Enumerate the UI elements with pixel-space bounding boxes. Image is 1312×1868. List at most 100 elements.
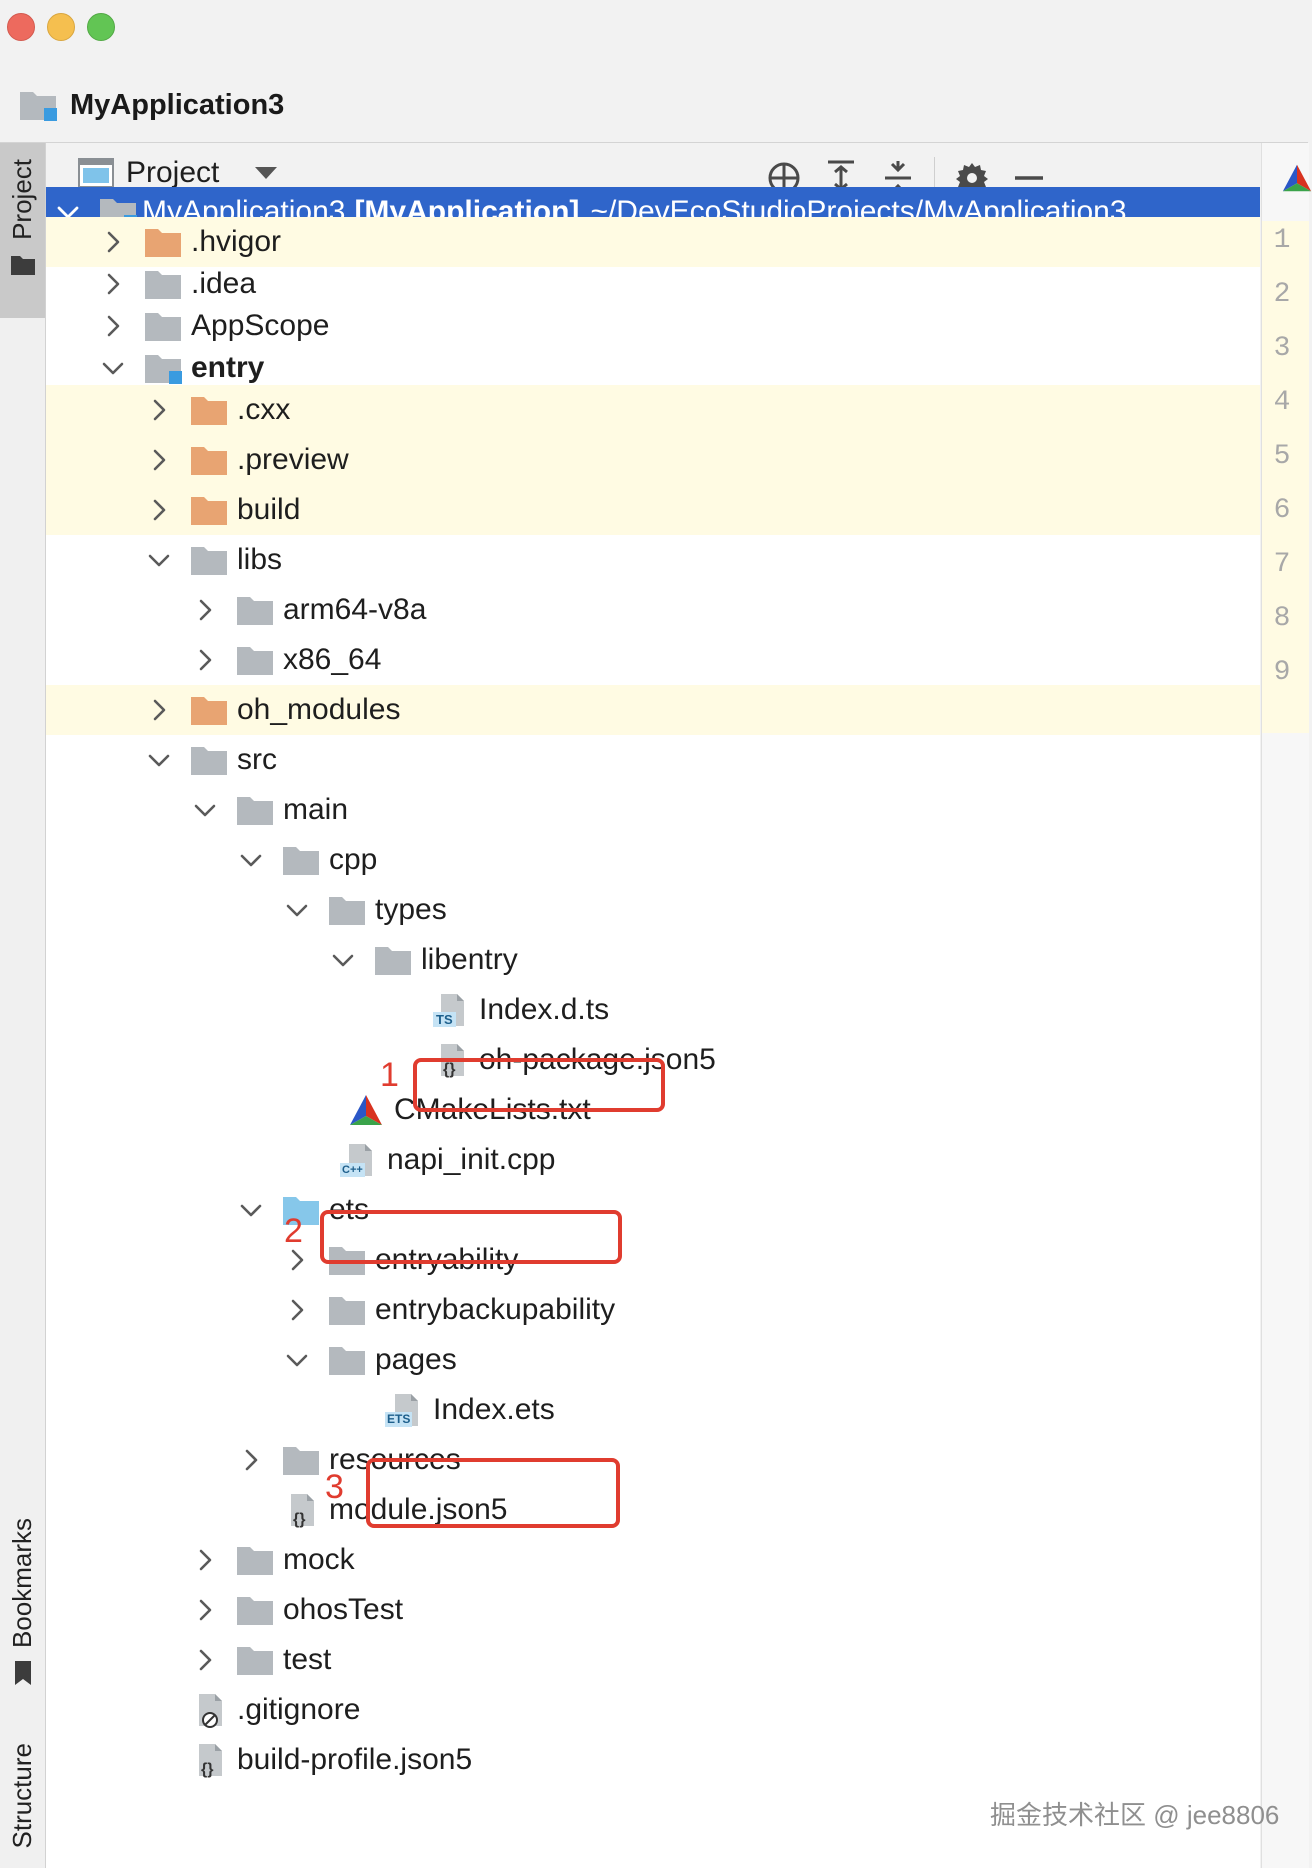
cpp-file-icon: C++	[339, 1143, 379, 1177]
chevron-down-icon[interactable]	[99, 354, 127, 382]
folder-icon	[235, 593, 275, 627]
bookmarks-tool-tab[interactable]: Bookmarks	[0, 1518, 45, 1718]
excluded-folder-icon	[189, 393, 229, 427]
tree-label-pages: pages	[375, 1343, 457, 1376]
tree-row-oh-modules[interactable]: oh_modules	[46, 685, 1260, 735]
cmake-file-icon[interactable]	[1282, 163, 1312, 193]
tree-row-libs[interactable]: libs	[46, 535, 1260, 585]
tree-row-build[interactable]: build	[46, 485, 1260, 535]
gitignore-file-icon	[189, 1693, 229, 1728]
folder-icon	[143, 309, 183, 343]
chevron-down-icon[interactable]	[191, 796, 219, 824]
chevron-right-icon[interactable]	[145, 696, 173, 724]
tree-row-mock[interactable]: mock	[46, 1535, 1260, 1585]
tree-label-build: build	[237, 493, 301, 526]
tree-row-module-json5[interactable]: {} module.json5	[46, 1485, 1260, 1535]
project-view-label: Project	[126, 156, 220, 189]
close-window-button[interactable]	[7, 13, 35, 41]
tree-row-libentry[interactable]: libentry	[46, 935, 1260, 985]
annotation-box-1	[413, 1058, 665, 1112]
bookmark-icon	[14, 1661, 31, 1686]
chevron-down-icon[interactable]	[237, 1196, 265, 1224]
chevron-right-icon[interactable]	[145, 496, 173, 524]
project-breadcrumb[interactable]: MyApplication3	[18, 88, 284, 122]
chevron-right-icon[interactable]	[145, 396, 173, 424]
tree-row-entry[interactable]: entry	[46, 343, 1260, 393]
tree-label-appscope: AppScope	[191, 309, 330, 342]
line-number: 7	[1273, 549, 1291, 580]
tree-label-libs: libs	[237, 543, 283, 576]
tree-row-ets[interactable]: ets	[46, 1185, 1260, 1235]
chevron-right-icon[interactable]	[99, 312, 127, 340]
chevron-down-icon[interactable]	[237, 846, 265, 874]
tree-row-cxx[interactable]: .cxx	[46, 385, 1260, 435]
folder-icon	[189, 743, 229, 777]
tree-row-index-ets[interactable]: ETS Index.ets	[46, 1385, 1260, 1435]
tree-row-types[interactable]: types	[46, 885, 1260, 935]
chevron-right-icon[interactable]	[99, 270, 127, 298]
chevron-right-icon[interactable]	[283, 1296, 311, 1324]
tree-row-arm64[interactable]: arm64-v8a	[46, 585, 1260, 635]
tree-label-module-json5: module.json5	[329, 1493, 508, 1526]
tree-row-cpp[interactable]: cpp	[46, 835, 1260, 885]
tree-row-main[interactable]: main	[46, 785, 1260, 835]
tree-row-preview[interactable]: .preview	[46, 435, 1260, 485]
zoom-window-button[interactable]	[87, 13, 115, 41]
line-number: 9	[1273, 657, 1291, 688]
collapse-all-icon	[885, 161, 911, 195]
tree-row-hvigor[interactable]: .hvigor	[46, 217, 1260, 267]
project-tool-tab[interactable]: Project	[0, 143, 45, 318]
project-view-icon	[78, 158, 114, 188]
tree-row-ohostest[interactable]: ohosTest	[46, 1585, 1260, 1635]
tree-row-x86[interactable]: x86_64	[46, 635, 1260, 685]
tree-row-appscope[interactable]: AppScope	[46, 301, 1260, 351]
chevron-down-icon[interactable]	[329, 946, 357, 974]
left-tool-strip: Project Bookmarks Structure	[0, 143, 46, 1868]
json-file-icon: {}	[189, 1743, 229, 1778]
project-view-selector[interactable]: Project	[78, 156, 278, 190]
chevron-right-icon[interactable]	[191, 1646, 219, 1674]
tree-row-entryability[interactable]: entryability	[46, 1235, 1260, 1285]
chevron-right-icon[interactable]	[191, 1546, 219, 1574]
chevron-right-icon[interactable]	[191, 596, 219, 624]
tree-label-x86: x86_64	[283, 643, 382, 676]
tree-row-index-d-ts[interactable]: TS Index.d.ts	[46, 985, 1260, 1035]
excluded-folder-icon	[189, 443, 229, 477]
chevron-down-icon[interactable]	[145, 546, 173, 574]
chevron-down-icon[interactable]	[283, 1346, 311, 1374]
tree-row-build-profile[interactable]: {} build-profile.json5	[46, 1735, 1260, 1785]
structure-tool-tab[interactable]: Structure	[0, 1743, 45, 1868]
annotation-box-2	[320, 1210, 622, 1264]
chevron-down-icon[interactable]	[255, 167, 278, 179]
tree-row-src[interactable]: src	[46, 735, 1260, 785]
tree-row-pages[interactable]: pages	[46, 1335, 1260, 1385]
cpp-badge: C++	[340, 1163, 365, 1177]
collapse-all-button[interactable]	[875, 155, 921, 201]
excluded-folder-icon	[189, 493, 229, 527]
chevron-down-icon[interactable]	[145, 746, 173, 774]
chevron-right-icon[interactable]	[191, 1596, 219, 1624]
chevron-right-icon[interactable]	[145, 446, 173, 474]
watermark: 掘金技术社区 @ jee8806	[990, 1800, 1280, 1830]
tree-row-test[interactable]: test	[46, 1635, 1260, 1685]
folder-icon	[235, 643, 275, 677]
cmake-file-icon	[346, 1093, 386, 1127]
hide-panel-button[interactable]	[1006, 155, 1052, 201]
chevron-right-icon[interactable]	[237, 1446, 265, 1474]
minimize-window-button[interactable]	[47, 13, 75, 41]
excluded-folder-icon	[143, 225, 183, 259]
tree-row-napi-init[interactable]: C++ napi_init.cpp	[46, 1135, 1260, 1185]
tree-label-arm64: arm64-v8a	[283, 593, 427, 626]
module-folder-icon	[143, 351, 183, 385]
folder-icon	[327, 1343, 367, 1377]
line-number: 2	[1273, 279, 1291, 310]
folder-icon	[281, 843, 321, 877]
chevron-right-icon[interactable]	[191, 646, 219, 674]
tree-row-gitignore[interactable]: .gitignore	[46, 1685, 1260, 1735]
tree-row-resources[interactable]: resources	[46, 1435, 1260, 1485]
tree-row-idea[interactable]: .idea	[46, 259, 1260, 309]
tree-row-entrybackupability[interactable]: entrybackupability	[46, 1285, 1260, 1335]
chevron-down-icon[interactable]	[283, 896, 311, 924]
project-tree[interactable]: MyApplication3 [MyApplication] ~/DevEcoS…	[46, 187, 1260, 1868]
chevron-right-icon[interactable]	[99, 228, 127, 256]
